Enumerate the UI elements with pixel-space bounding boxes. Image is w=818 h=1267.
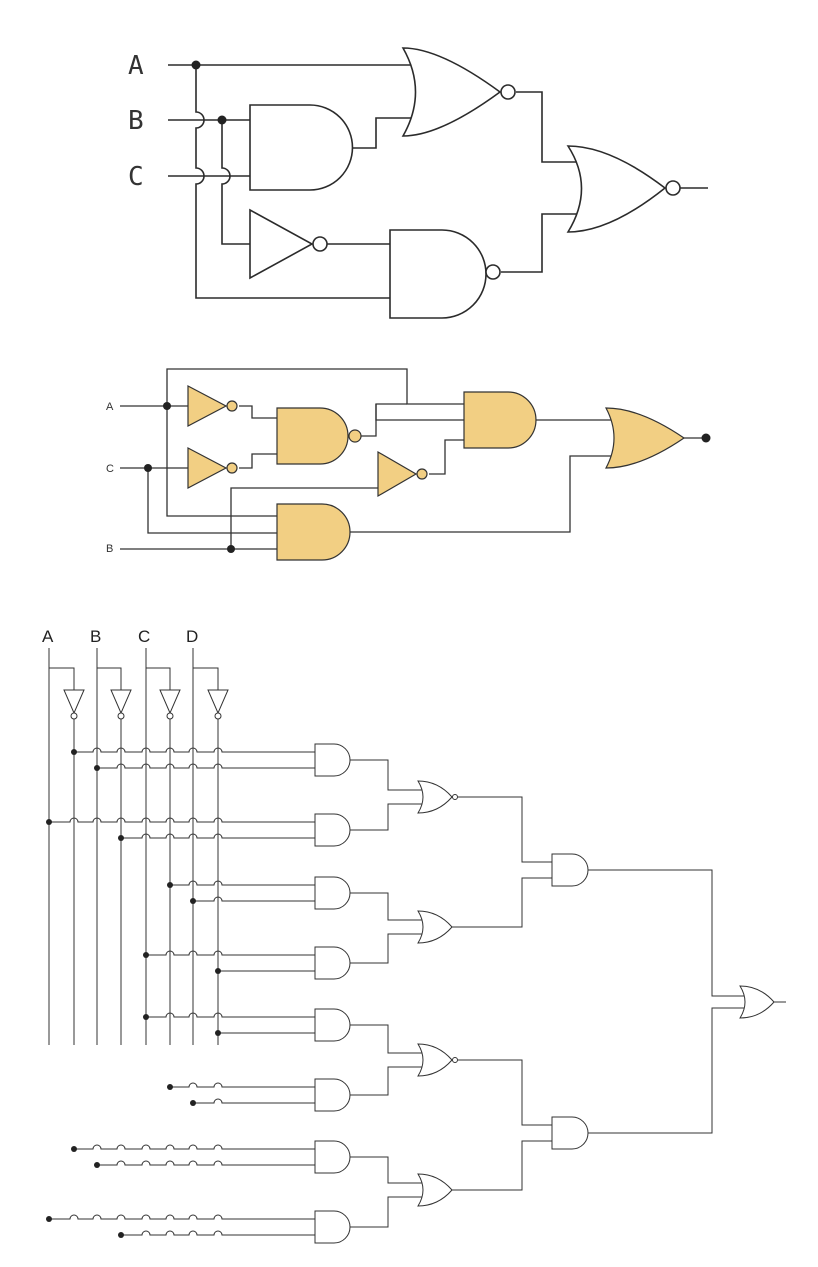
or-gate	[605, 407, 686, 469]
junction-dot	[190, 898, 196, 904]
junction-dot	[144, 464, 152, 472]
nand-gate	[276, 407, 362, 465]
junction-dot	[143, 1014, 149, 1020]
and-gate	[463, 391, 537, 449]
nor-gate	[417, 780, 458, 814]
junction-dot	[167, 1084, 173, 1090]
junction-dot	[46, 819, 52, 825]
input-label-a: A	[106, 401, 114, 413]
not-gate	[159, 689, 181, 720]
not-gate	[63, 689, 85, 720]
or-gate	[417, 1173, 453, 1207]
not-gate	[377, 450, 428, 498]
nor-gate	[417, 1043, 458, 1077]
input-label-a: A	[128, 51, 144, 81]
junction-dot	[191, 60, 201, 70]
input-label-b: B	[106, 543, 113, 555]
input-label-b: B	[90, 627, 101, 646]
nor-gate	[401, 47, 516, 137]
input-label-c: C	[128, 162, 144, 192]
and-gate	[314, 876, 351, 910]
and-gate	[314, 813, 351, 847]
junction-dot	[46, 1216, 52, 1222]
not-gate	[207, 689, 229, 720]
junction-dot	[215, 968, 221, 974]
junction-dot	[163, 402, 171, 410]
and-gate	[551, 853, 589, 887]
and-gate	[314, 946, 351, 980]
or-gate	[739, 985, 775, 1019]
not-gate	[110, 689, 132, 720]
not-gate	[249, 208, 328, 280]
circuit-3: A B C D	[42, 627, 786, 1244]
and-gate	[551, 1116, 589, 1150]
and-gate	[314, 743, 351, 777]
input-label-a: A	[42, 627, 54, 646]
junction-dot	[118, 835, 124, 841]
and-gate	[276, 503, 351, 561]
circuit-3-gates	[63, 689, 775, 1244]
junction-dot	[217, 115, 227, 125]
circuit-1: A B C	[128, 47, 708, 319]
nand-gate	[389, 229, 501, 319]
junction-dot	[143, 952, 149, 958]
circuit-2-junctions	[144, 402, 711, 553]
circuit-2-wires	[120, 368, 706, 550]
junction-dot	[190, 1100, 196, 1106]
junction-dot	[94, 1162, 100, 1168]
circuit-3-junctions	[46, 749, 221, 1238]
not-gate	[187, 447, 238, 489]
junction-dot	[215, 1030, 221, 1036]
input-label-c: C	[106, 463, 114, 475]
input-label-c: C	[138, 627, 150, 646]
output-dot	[701, 433, 711, 443]
junction-dot	[71, 749, 77, 755]
circuit-1-wires	[168, 64, 708, 299]
junction-dot	[167, 882, 173, 888]
nor-gate	[566, 145, 681, 233]
junction-dot	[227, 545, 235, 553]
circuit-3-wires	[48, 648, 786, 1236]
input-label-b: B	[128, 106, 144, 136]
junction-dot	[94, 765, 100, 771]
input-label-d: D	[186, 627, 198, 646]
and-gate	[314, 1140, 351, 1174]
circuit-2: A C B	[106, 368, 711, 561]
and-gate	[314, 1008, 351, 1042]
or-gate	[417, 910, 453, 944]
and-gate	[314, 1078, 351, 1112]
not-gate	[187, 385, 238, 427]
junction-dot	[118, 1232, 124, 1238]
circuit-1-junctions	[191, 60, 227, 125]
and-gate	[249, 104, 354, 191]
junction-dot	[71, 1146, 77, 1152]
and-gate	[314, 1210, 351, 1244]
